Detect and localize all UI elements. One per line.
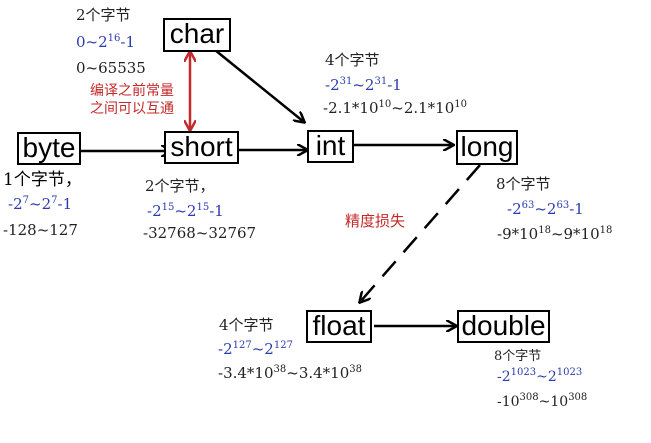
short-range-power: -215~215-1 — [147, 202, 224, 220]
short-range: -32768~32767 — [143, 224, 257, 242]
char-short-note-line1: 编译之前常量 — [90, 83, 174, 99]
node-long: long — [456, 130, 518, 165]
char-range-power: 0~216-1 — [76, 33, 136, 51]
node-int: int — [307, 130, 354, 163]
edge-long-float-dashed — [360, 164, 481, 302]
long-range-power: -263~263-1 — [507, 200, 584, 218]
long-size: 8个字节 — [496, 175, 551, 193]
char-short-note-line2: 之间可以互通 — [90, 101, 174, 117]
float-size: 4个字节 — [219, 316, 274, 334]
short-size: 2个字节， — [145, 177, 215, 195]
node-double: double — [457, 310, 550, 343]
byte-size: 1个字节， — [3, 170, 82, 190]
node-short: short — [164, 131, 239, 164]
edge-char-int — [214, 49, 304, 122]
node-byte: byte — [17, 132, 81, 165]
precision-loss-label: 精度损失 — [345, 212, 406, 230]
byte-range-power: -27~27-1 — [8, 195, 73, 213]
double-range: -10308~10308 — [497, 392, 588, 410]
char-size: 2个字节 — [76, 6, 131, 24]
int-range-power: -231~231-1 — [325, 76, 402, 94]
int-size: 4个字节 — [325, 51, 380, 69]
long-range: -9*1018~9*1018 — [497, 225, 613, 243]
float-range-power: -2127~2127 — [218, 340, 293, 358]
double-size: 8个字节 — [494, 349, 542, 364]
float-range: -3.4*1038~3.4*1038 — [218, 364, 362, 382]
char-range: 0~65535 — [76, 59, 146, 77]
int-range: -2.1*1010~2.1*1010 — [323, 99, 467, 117]
double-range-power: -21023~21023 — [497, 367, 583, 385]
node-float: float — [306, 310, 372, 343]
byte-range: -128~127 — [3, 221, 78, 239]
node-char: char — [163, 18, 231, 52]
